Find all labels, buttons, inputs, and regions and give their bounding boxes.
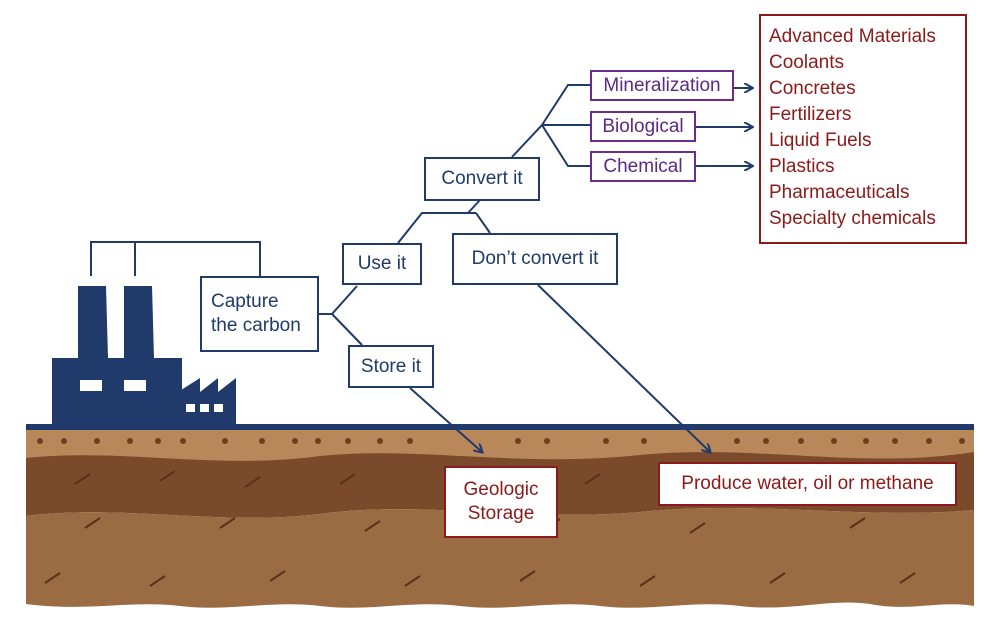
branch-to-chemical-line: [541, 124, 592, 167]
use-it-box: Use it: [342, 243, 422, 285]
method-biological-box: Biological: [590, 111, 696, 142]
soil-dots: [37, 438, 965, 444]
store-it-box: Store it: [348, 345, 434, 388]
convert-it-box: Convert it: [424, 157, 540, 201]
factory-icon: [52, 286, 236, 424]
product-item: Specialty chemicals: [769, 208, 936, 229]
ground-top-line: [26, 424, 974, 430]
soil-marks: [44, 470, 951, 587]
product-item: Liquid Fuels: [769, 130, 872, 151]
dont-convert-to-produce-arrow: [537, 284, 710, 452]
product-item: Plastics: [769, 156, 835, 177]
capture-to-store-line: [331, 313, 363, 346]
capture-carbon-box: Capture the carbon: [200, 276, 319, 352]
chimney-connector: [90, 241, 261, 276]
product-item: Concretes: [769, 78, 856, 99]
capture-to-use-line: [319, 285, 358, 315]
dont-convert-it-box: Don’t convert it: [452, 233, 618, 285]
products-list-box: Advanced Materials Coolants Concretes Fe…: [759, 14, 967, 244]
product-item: Coolants: [769, 52, 844, 73]
store-to-geologic-arrow: [409, 387, 482, 452]
soil-bottom-layer: [26, 508, 974, 608]
split-to-convert-line: [467, 199, 481, 214]
method-mineralization-box: Mineralization: [590, 70, 734, 101]
product-item: Pharmaceuticals: [769, 182, 910, 203]
geologic-storage-box: Geologic Storage: [444, 466, 558, 538]
branch-to-mineralization-line: [541, 84, 592, 126]
method-chemical-box: Chemical: [590, 151, 696, 182]
connectors: [90, 84, 752, 452]
use-to-split-line: [397, 212, 476, 244]
product-item: Advanced Materials: [769, 26, 936, 47]
produce-water-oil-methane-box: Produce water, oil or methane: [658, 462, 957, 506]
product-item: Fertilizers: [769, 104, 852, 125]
convert-to-branch-line: [511, 124, 543, 158]
split-to-dont-convert-line: [475, 212, 491, 234]
